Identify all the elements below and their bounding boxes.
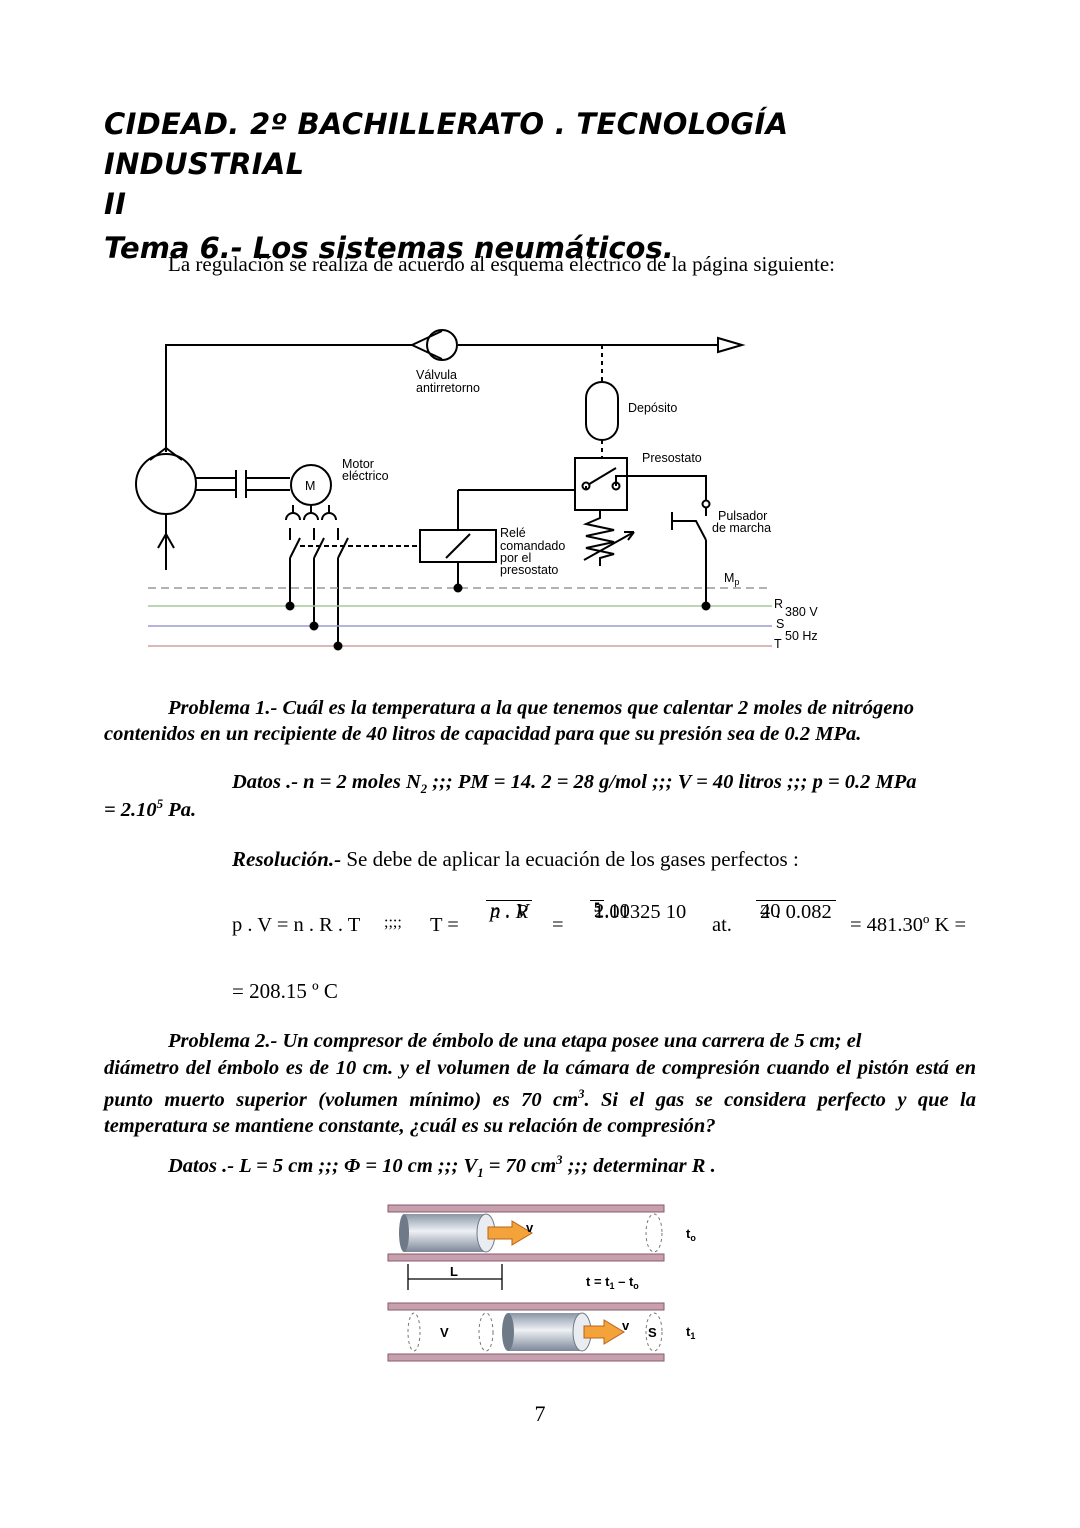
- section-label: S: [648, 1325, 657, 1340]
- motor-label-line2: eléctrico: [342, 469, 389, 483]
- problem-2-data: Datos .- L = 5 cm ;;; Φ = 10 cm ;;; V1 =…: [168, 1153, 716, 1180]
- deposit-label: Depósito: [628, 401, 677, 415]
- piston-stroke-diagram: v to L t = t1 – to V v S t1: [387, 1204, 696, 1362]
- time-interval-label: t = t1 – to: [586, 1274, 639, 1291]
- problem-1-rest: contenidos en un recipiente de 40 litros…: [104, 723, 862, 745]
- problem-1-resolution: Resolución.- Se debe de aplicar la ecuac…: [232, 847, 799, 871]
- equation-equals: =: [552, 914, 564, 936]
- volume-label: V: [440, 1325, 449, 1340]
- motor-symbol: M: [305, 479, 315, 493]
- phase-s-label: S: [776, 617, 784, 631]
- problem-2-rest: diámetro del émbolo es de 10 cm. y el vo…: [104, 1056, 976, 1138]
- document-header: CIDEAD. 2º BACHILLERATO . TECNOLOGÍA IND…: [104, 104, 984, 270]
- mp-label: Mp: [724, 571, 739, 587]
- problem-1-result-celsius: = 208.15 º C: [232, 979, 338, 1003]
- relay-label: Relé: [500, 526, 526, 540]
- problem-2-statement: Problema 2.- Un compresor de émbolo de u…: [104, 1028, 976, 1140]
- equation-ideal-gas: p . V = n . R . T: [232, 914, 361, 936]
- relay-label-line2: comandado: [500, 539, 565, 553]
- start-button-label-line2: de marcha: [712, 521, 771, 535]
- frequency-label: 50 Hz: [785, 629, 818, 643]
- pressure-switch-label: Presostato: [642, 451, 702, 465]
- valve-label-line2: antirretorno: [416, 381, 480, 395]
- header-course-title-continued: II: [104, 187, 127, 221]
- phase-r-label: R: [774, 597, 783, 611]
- valve-label: Válvula: [416, 368, 457, 382]
- problem-2-lead: Problema 2.- Un compresor de émbolo de u…: [168, 1030, 862, 1052]
- regulation-circuit-diagram: Válvula antirretorno Depósito Motor eléc…: [135, 329, 818, 651]
- equation-t-label: T =: [430, 914, 459, 936]
- velocity-label-bottom: v: [622, 1318, 630, 1333]
- time-t0-label: to: [686, 1226, 696, 1243]
- phase-t-label: T: [774, 637, 782, 651]
- header-topic-title: Tema 6.- Los sistemas neumáticos.: [104, 231, 674, 265]
- header-course-title: CIDEAD. 2º BACHILLERATO . TECNOLOGÍA IND…: [104, 107, 789, 181]
- problem-1-data: Datos .- n = 2 moles N2 ;;; PM = 14. 2 =…: [232, 771, 917, 797]
- intro-paragraph: La regulación se realiza de acuerdo al e…: [168, 252, 835, 276]
- voltage-label: 380 V: [785, 605, 818, 619]
- motor-label: Motor: [342, 457, 374, 471]
- stroke-length-label: L: [450, 1264, 458, 1279]
- equation-separator: ;;;;: [384, 914, 402, 931]
- relay-label-line3: por el: [500, 551, 531, 565]
- start-button-label: Pulsador: [718, 509, 767, 523]
- relay-label-line4: presostato: [500, 563, 558, 577]
- problem-1-lead: Problema 1.- Cuál es la temperatura a la…: [168, 697, 914, 719]
- velocity-label-top: v: [526, 1220, 534, 1235]
- problem-1-statement: Problema 1.- Cuál es la temperatura a la…: [104, 695, 976, 747]
- problem-1-data-continued: = 2.105 Pa.: [104, 797, 197, 821]
- page-number: 7: [534, 1401, 546, 1426]
- equation-at-unit: at.: [712, 914, 732, 936]
- time-t1-label: t1: [686, 1324, 695, 1341]
- equation-result-kelvin: = 481.30º K =: [850, 914, 967, 936]
